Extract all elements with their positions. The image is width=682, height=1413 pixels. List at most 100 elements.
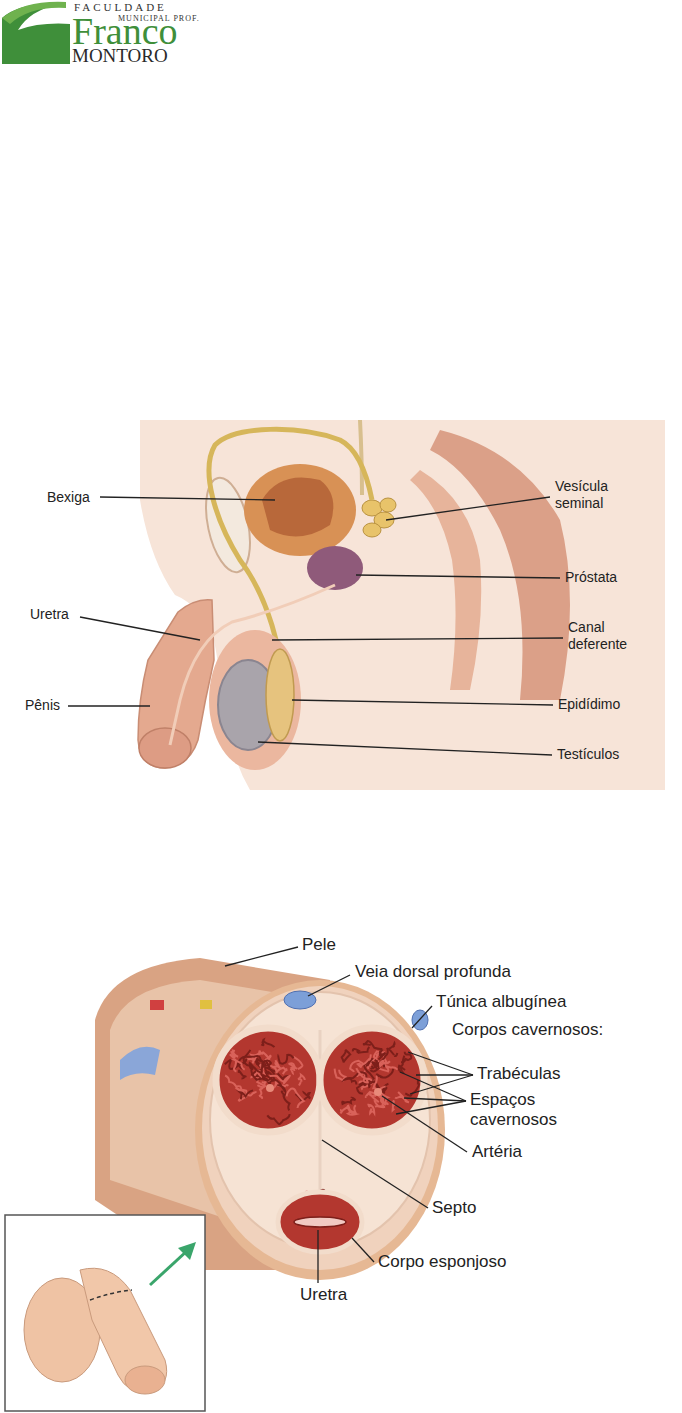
trabecula-texture	[239, 1071, 246, 1079]
leader-line	[100, 497, 275, 500]
leader-line	[408, 1052, 473, 1075]
part-label: Canal deferente	[568, 619, 648, 653]
trabecula-texture	[278, 1055, 293, 1064]
trabecula-texture	[399, 1056, 405, 1073]
trabecula-texture	[389, 1043, 397, 1056]
trabecula-texture	[370, 1060, 377, 1072]
part-label: Túnica albugínea	[436, 992, 566, 1012]
sagittal-view	[140, 420, 665, 790]
sagittal-view	[430, 430, 570, 700]
trabecula-texture	[356, 1068, 372, 1082]
leader-line	[400, 1072, 466, 1101]
part-label: Vesícula seminal	[555, 478, 635, 512]
trabecula-texture	[344, 1073, 358, 1085]
leader-line	[386, 497, 550, 520]
cross-section	[195, 980, 445, 1280]
sagittal-view	[363, 523, 381, 537]
part-label: Septo	[432, 1198, 476, 1218]
part-label: Pênis	[25, 697, 60, 714]
leader-line	[404, 1098, 466, 1101]
part-label: Espaços cavernosos	[470, 1090, 580, 1131]
cross-section	[278, 1192, 362, 1252]
sagittal-view	[138, 420, 665, 790]
leader-line	[80, 617, 200, 640]
trabecula-texture	[380, 1061, 390, 1066]
part-label: Uretra	[300, 1285, 347, 1305]
part-label: Corpo esponjoso	[378, 1252, 507, 1272]
part-label: Bexiga	[47, 489, 90, 506]
leader-line	[225, 947, 298, 966]
leader-line	[225, 947, 473, 1283]
cross-section	[120, 1047, 160, 1080]
cross-section	[266, 1084, 274, 1092]
sagittal-view	[410, 470, 481, 690]
leader-line	[416, 1074, 473, 1075]
part-label: Epidídimo	[558, 696, 620, 713]
leader-line	[308, 975, 350, 996]
leader-line	[68, 497, 563, 755]
leader-line	[317, 1230, 318, 1283]
sagittal-view	[266, 649, 294, 741]
trabecula-texture	[342, 1098, 355, 1104]
logo-mark	[2, 2, 70, 64]
part-label: Trabéculas	[477, 1064, 560, 1084]
cross-section	[374, 1088, 382, 1096]
sagittal-view	[262, 478, 333, 537]
part-label: Veia dorsal profunda	[355, 962, 511, 982]
inset-figure	[5, 1215, 205, 1411]
leader-line	[382, 1096, 467, 1152]
trabecula-texture	[225, 1040, 419, 1251]
part-label: Uretra	[30, 606, 69, 623]
cross-section	[150, 1000, 164, 1010]
cross-section	[216, 1028, 320, 1132]
trabecula-texture	[250, 1063, 268, 1080]
trabecula-texture	[364, 1041, 383, 1049]
trabecula-texture	[340, 1105, 356, 1113]
inset-figure	[125, 1366, 165, 1394]
logo-name: Franco	[72, 12, 178, 50]
sagittal-view	[138, 600, 214, 768]
trabecula-texture	[239, 1090, 253, 1099]
cross-section	[294, 1217, 346, 1227]
trabecula-texture	[298, 1075, 305, 1086]
trabecula-texture	[289, 1063, 295, 1074]
trabecula-texture	[379, 1051, 386, 1060]
part-label: Testículos	[557, 746, 619, 763]
leader-line	[410, 1075, 473, 1094]
trabecula-texture	[353, 1047, 369, 1053]
trabecula-texture	[374, 1100, 384, 1107]
sagittal-view	[360, 420, 362, 495]
leader-line	[68, 705, 150, 706]
trabecula-texture	[358, 1054, 371, 1067]
leader-line	[412, 1006, 432, 1028]
trabecula-texture	[342, 1050, 351, 1063]
sagittal-view	[307, 546, 363, 590]
logo-name: MONTORO	[72, 46, 168, 65]
trabecula-texture	[379, 1066, 397, 1072]
logo-mark	[2, 2, 66, 24]
inset-figure	[178, 1242, 196, 1260]
leader-line	[352, 1238, 374, 1262]
part-label: Próstata	[565, 569, 617, 586]
trabecula-texture	[225, 1076, 244, 1091]
sagittal-view	[209, 630, 301, 770]
leader-line	[258, 742, 552, 755]
part-label: Pele	[302, 935, 336, 955]
sagittal-view	[380, 498, 396, 512]
trabecula-texture	[267, 1114, 289, 1124]
trabecula-texture	[395, 1092, 409, 1102]
part-label: Corpos cavernosos:	[452, 1020, 603, 1040]
leader-line	[322, 1140, 428, 1208]
trabecula-texture	[234, 1060, 245, 1072]
inset-figure	[150, 1250, 188, 1285]
trabecula-texture	[261, 1040, 274, 1047]
cross-section	[202, 986, 438, 1270]
cross-section	[200, 1000, 212, 1009]
cross-section	[320, 1028, 424, 1132]
trabecula-texture	[282, 1092, 290, 1111]
leader-line	[292, 700, 553, 705]
cross-section	[319, 1030, 322, 1190]
trabecula-texture	[259, 1082, 265, 1098]
